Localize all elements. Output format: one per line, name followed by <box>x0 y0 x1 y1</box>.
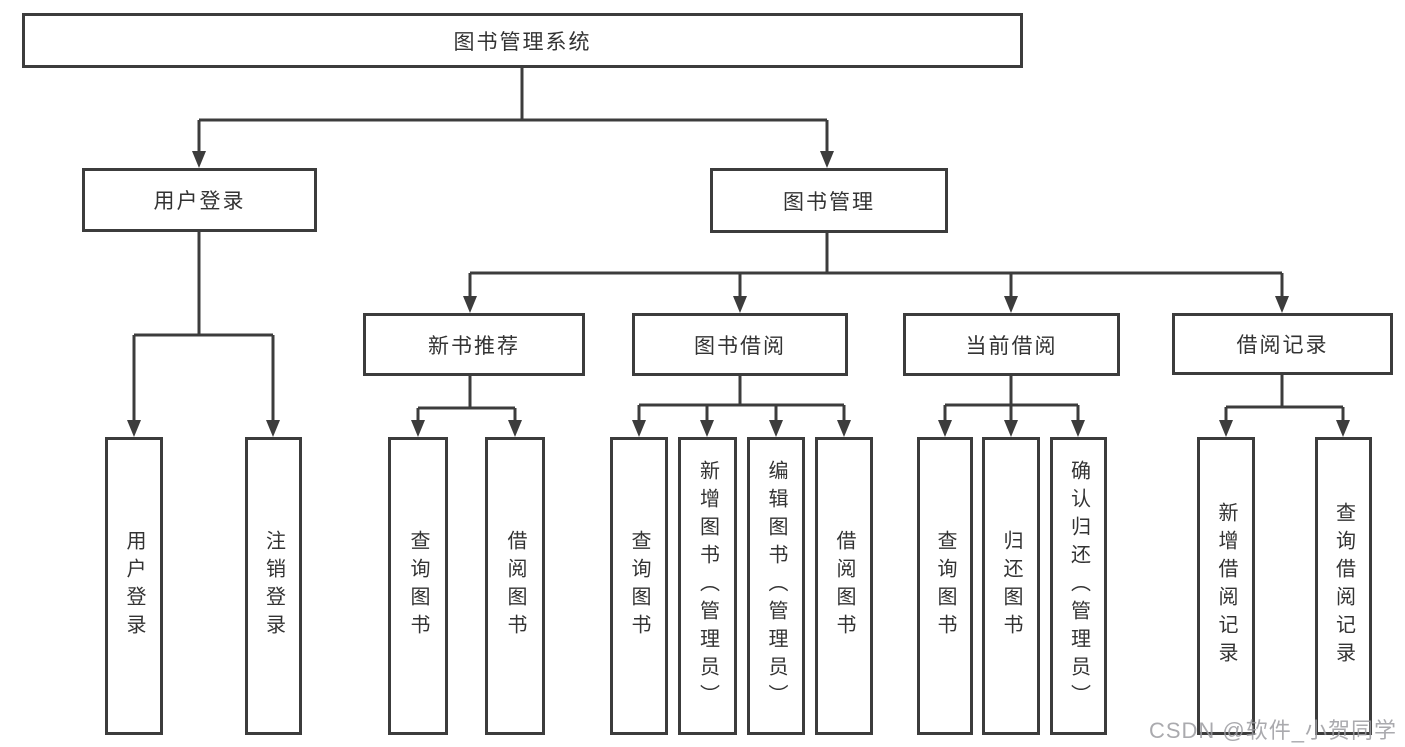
node-label: 借阅记录 <box>1236 334 1329 357</box>
node-label: 归还图书 <box>1000 530 1022 642</box>
leaf-query-books-borrow: 查询图书 <box>610 437 668 735</box>
node-borrowing-records: 借阅记录 <box>1172 313 1393 375</box>
leaf-query-borrow-record: 查询借阅记录 <box>1315 437 1372 735</box>
node-label: 新增借阅记录 <box>1215 502 1237 670</box>
node-label: 查询图书 <box>407 530 429 642</box>
node-new-book-recommendation: 新书推荐 <box>363 313 585 376</box>
node-label: 借阅图书 <box>504 530 526 642</box>
watermark: CSDN @软件_小贺同学 <box>1148 718 1397 743</box>
node-label: 查询借阅记录 <box>1332 502 1355 670</box>
node-label: 查询图书 <box>628 530 650 642</box>
node-label: 查询图书 <box>934 530 956 642</box>
leaf-add-borrow-record: 新增借阅记录 <box>1197 437 1255 735</box>
node-book-borrowing: 图书借阅 <box>632 313 848 376</box>
leaf-add-book-admin: 新增图书（管理员） <box>678 437 737 735</box>
node-label: 编辑图书（管理员） <box>765 460 787 712</box>
node-label: 用户登录 <box>153 190 246 213</box>
node-label: 借阅图书 <box>833 530 855 642</box>
leaf-edit-book-admin: 编辑图书（管理员） <box>747 437 805 735</box>
node-library-management-system: 图书管理系统 <box>22 13 1023 68</box>
leaf-borrow-books-recommend: 借阅图书 <box>485 437 545 735</box>
node-label: 新增图书（管理员） <box>696 460 719 712</box>
node-label: 确认归还（管理员） <box>1067 460 1090 712</box>
node-label: 图书借阅 <box>694 334 786 358</box>
node-book-management: 图书管理 <box>710 168 948 233</box>
node-label: 用户登录 <box>123 530 145 642</box>
leaf-logout: 注销登录 <box>245 437 302 735</box>
leaf-user-login: 用户登录 <box>105 437 163 735</box>
leaf-query-books-recommend: 查询图书 <box>388 437 448 735</box>
leaf-borrow-books: 借阅图书 <box>815 437 873 735</box>
node-label: 图书管理 <box>783 190 875 214</box>
node-label: 注销登录 <box>262 530 285 642</box>
node-label: 当前借阅 <box>965 334 1058 358</box>
leaf-confirm-return-admin: 确认归还（管理员） <box>1050 437 1107 735</box>
leaf-query-books-current: 查询图书 <box>917 437 973 735</box>
node-label: 图书管理系统 <box>453 30 592 54</box>
node-current-borrowing: 当前借阅 <box>903 313 1120 376</box>
node-user-login: 用户登录 <box>82 168 317 232</box>
node-label: 新书推荐 <box>428 334 520 358</box>
leaf-return-books: 归还图书 <box>982 437 1040 735</box>
